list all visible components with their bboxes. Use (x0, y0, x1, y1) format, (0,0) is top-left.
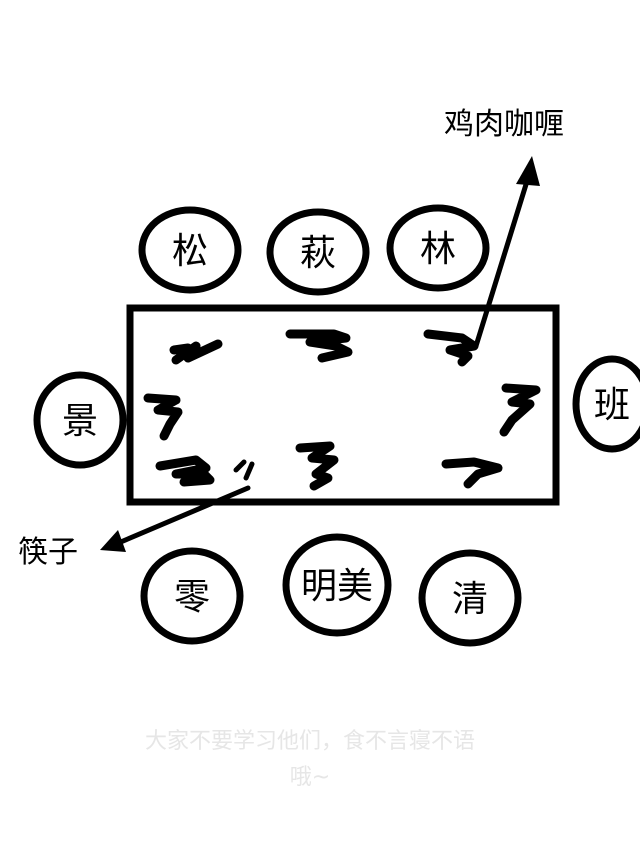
seat-bottom-left: 零 (140, 547, 244, 645)
dish-scribble (285, 329, 353, 363)
chopsticks-pointer (100, 459, 255, 552)
seat-name: 松 (172, 231, 208, 272)
chopstick-mark (243, 461, 255, 481)
seat-name: 班 (594, 385, 630, 426)
seat-name: 林 (420, 229, 456, 270)
curry-label: 鸡肉咖喱 (444, 107, 564, 142)
seat-top-right: 林 (386, 204, 490, 292)
dish-scribble (155, 455, 215, 487)
seat-name: 零 (174, 577, 210, 618)
caption: 大家不要学习他们，食不言寝不语 哦~ (90, 724, 530, 796)
chopstick-mark (233, 459, 247, 473)
seat-name: 清 (452, 579, 488, 620)
arrow-head (516, 156, 540, 186)
chopsticks-label: 筷子 (18, 535, 78, 570)
arrow-shaft (113, 485, 251, 547)
seat-right: 班 (572, 355, 640, 453)
seat-name: 萩 (300, 233, 336, 274)
dish-scribble (295, 441, 339, 491)
dish-scribble (143, 393, 183, 441)
seat-name: 景 (62, 401, 98, 442)
seat-left: 景 (33, 371, 127, 469)
caption-line-2: 哦~ (289, 765, 331, 790)
dish-scribble (441, 457, 503, 489)
arrow-shaft (473, 175, 531, 349)
dish-scribble (423, 329, 479, 367)
curry-pointer (473, 156, 540, 349)
seat-top-left: 松 (138, 206, 242, 294)
dish-scribble (499, 383, 541, 437)
arrow-head (100, 530, 126, 552)
dish-scribbles (143, 329, 541, 491)
seat-top-middle: 萩 (266, 208, 370, 296)
seat-bottom-middle: 明美 (282, 533, 392, 637)
seat-name: 明美 (301, 566, 373, 607)
seat-bottom-right: 清 (418, 549, 522, 647)
caption-line-1: 大家不要学习他们，食不言寝不语 (144, 729, 475, 754)
dish-scribble (169, 339, 223, 365)
